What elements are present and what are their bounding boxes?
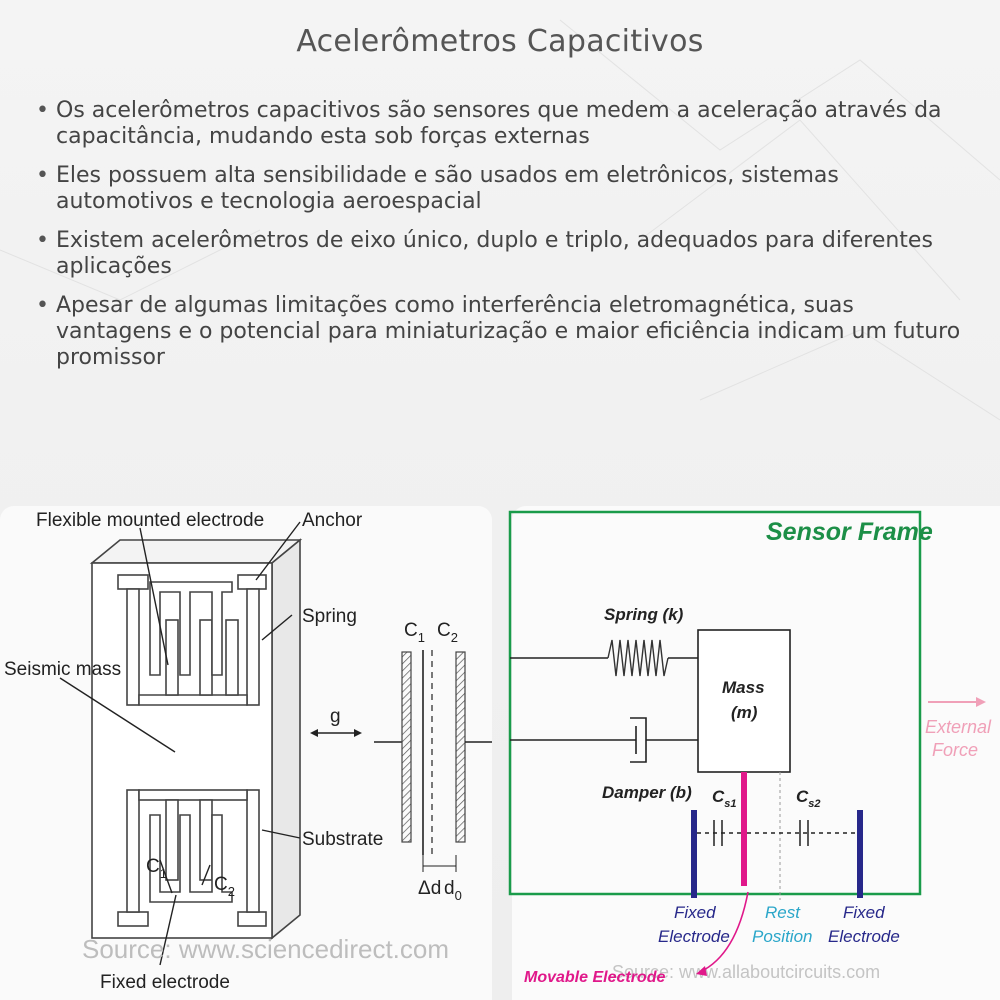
sensor-frame-box: [508, 510, 922, 896]
label-fixed-left: Fixed: [674, 903, 716, 922]
label-d0: d0: [444, 878, 462, 903]
label-mass: Mass: [722, 678, 765, 697]
substrate-block: [89, 538, 303, 940]
bullet-list: Os acelerômetros capacitivos são sensore…: [34, 98, 964, 384]
label-fixed-electrode: Fixed electrode: [100, 972, 230, 993]
label-force: Force: [932, 740, 978, 760]
page-title: Acelerômetros Capacitivos: [296, 24, 704, 59]
damper-symbol: [630, 717, 698, 763]
sensor-frame-title: Sensor Frame: [766, 518, 933, 546]
label-electrode-right: Electrode: [828, 927, 900, 946]
mass-block: [697, 629, 791, 773]
label-cs1: Cs1: [712, 787, 737, 810]
capacitor-plates: [374, 650, 492, 872]
label-mass-m: (m): [731, 703, 758, 722]
label-electrode-left: Electrode: [658, 927, 730, 946]
bullet-item: Eles possuem alta sensibilidade e são us…: [34, 163, 964, 215]
acceleration-arrow: g: [310, 706, 362, 737]
label-seismic-mass: Seismic mass: [4, 659, 121, 680]
label-movable-electrode: Movable Electrode: [524, 969, 665, 986]
accelerometer-structure-diagram: Flexible mounted electrode Anchor Spring…: [4, 510, 492, 993]
seismic-mass-shape: [138, 619, 248, 881]
label-cs2: Cs2: [796, 787, 821, 810]
label-delta-d: Δd: [418, 878, 441, 899]
label-rest: Rest: [765, 903, 801, 922]
bullet-item: Apesar de algumas limitações como interf…: [34, 293, 964, 371]
label-position: Position: [752, 927, 812, 946]
label-external: External: [925, 717, 992, 737]
label-c1: C1: [146, 856, 167, 881]
source-credit-left: Source: www.sciencedirect.com: [82, 934, 449, 964]
sensor-frame-diagram: Sensor Frame Spring (k) Damper (b) Mass …: [508, 510, 992, 986]
label-damper-b: Damper (b): [602, 783, 692, 802]
label-anchor: Anchor: [302, 510, 363, 531]
label-g: g: [330, 706, 341, 727]
movable-pointer: [699, 891, 749, 973]
label-flexible-electrode: Flexible mounted electrode: [36, 510, 264, 531]
label-spring-k: Spring (k): [604, 605, 684, 624]
label-c2: C2: [214, 874, 235, 899]
label-substrate: Substrate: [302, 829, 383, 850]
bullet-item: Existem acelerômetros de eixo único, dup…: [34, 228, 964, 280]
spring-coil: [607, 639, 669, 677]
source-credit-right: Source: www.allaboutcircuits.com: [612, 962, 880, 982]
label-fixed-right: Fixed: [843, 903, 885, 922]
bullet-item: Os acelerômetros capacitivos são sensore…: [34, 98, 964, 150]
label-spring: Spring: [302, 606, 357, 627]
label-cap-c2: C2: [437, 620, 458, 645]
label-cap-c1: C1: [404, 620, 425, 645]
